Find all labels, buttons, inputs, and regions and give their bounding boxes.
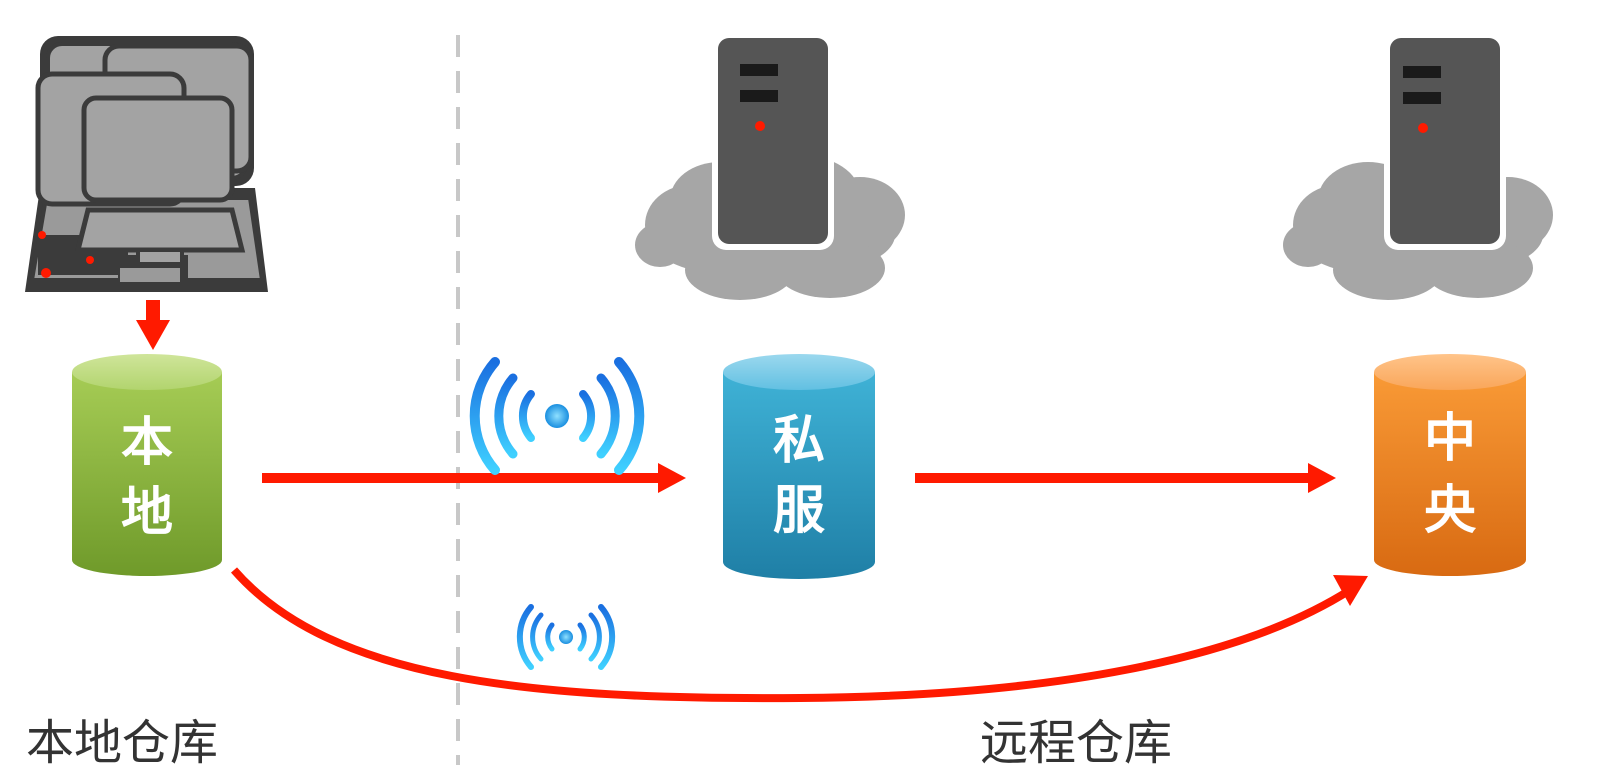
server-tower-icon	[1384, 36, 1506, 250]
cylinder-local: 本 地	[72, 354, 222, 576]
cylinder-private-char1: 私	[773, 411, 825, 471]
cylinder-local-char1: 本	[121, 413, 173, 473]
remote-repo-label: 远程仓库	[980, 715, 1173, 771]
cylinder-local-char2: 地	[121, 483, 173, 543]
arrow-private-to-central	[915, 463, 1336, 493]
cylinder-central: 中 央	[1374, 354, 1526, 576]
wireless-signal-icon	[516, 604, 616, 670]
arrow-local-to-central	[230, 567, 1368, 703]
desktop-computers-icon	[25, 36, 268, 292]
cylinder-central-char2: 央	[1424, 481, 1477, 541]
central-server-cloud	[1283, 36, 1553, 300]
private-server-cloud	[635, 36, 905, 300]
cylinder-private: 私 服	[723, 354, 875, 579]
arrow-local-to-private	[262, 463, 686, 493]
cylinder-private-char2: 服	[773, 481, 825, 541]
local-repo-label: 本地仓库	[26, 715, 219, 771]
cylinder-central-char1: 中	[1424, 409, 1476, 469]
server-tower-icon	[712, 36, 834, 250]
wireless-signal-icon	[469, 357, 645, 475]
down-arrow	[136, 300, 170, 350]
